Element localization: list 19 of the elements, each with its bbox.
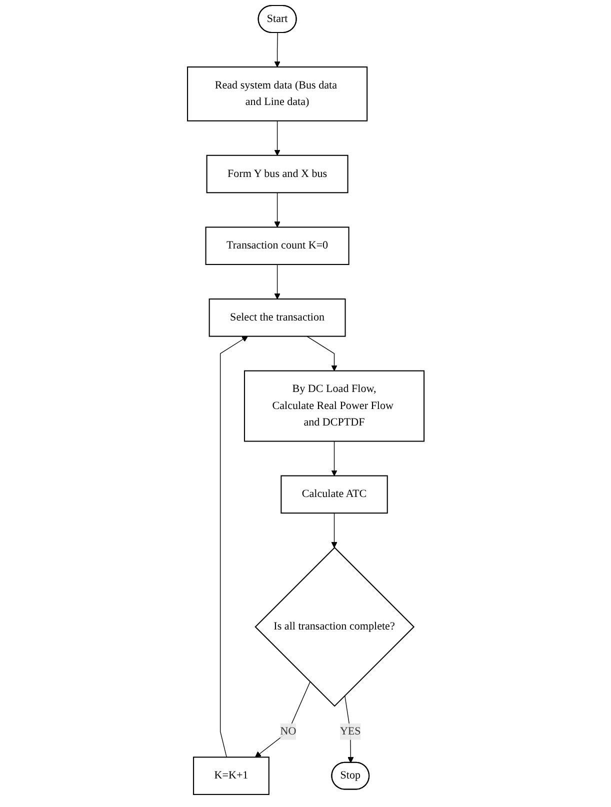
arrow bbox=[274, 192, 280, 228]
node-box: Select the transaction bbox=[208, 298, 346, 337]
node-box: Read system data (Bus data and Line data) bbox=[186, 66, 368, 122]
node-box: Calculate ATC bbox=[280, 475, 388, 514]
node-box: Transaction count K=0 bbox=[205, 226, 350, 265]
arrow bbox=[254, 682, 310, 758]
node-box: K=K+1 bbox=[192, 756, 270, 795]
arrow bbox=[274, 264, 280, 300]
node-box: Form Y bus and X bus bbox=[206, 154, 348, 194]
node-box: By DC Load Flow, Calculate Real Power Flow and DCPTDF bbox=[244, 370, 424, 442]
arrow bbox=[330, 440, 338, 476]
edge-label: YES bbox=[340, 725, 361, 738]
arrow bbox=[330, 512, 338, 548]
arrow bbox=[306, 336, 338, 372]
node-diamond: Is all transaction complete? bbox=[254, 546, 414, 707]
arrow bbox=[220, 336, 248, 758]
edge-label: NO bbox=[280, 725, 296, 738]
arrow bbox=[274, 120, 280, 156]
arrow bbox=[274, 32, 280, 68]
